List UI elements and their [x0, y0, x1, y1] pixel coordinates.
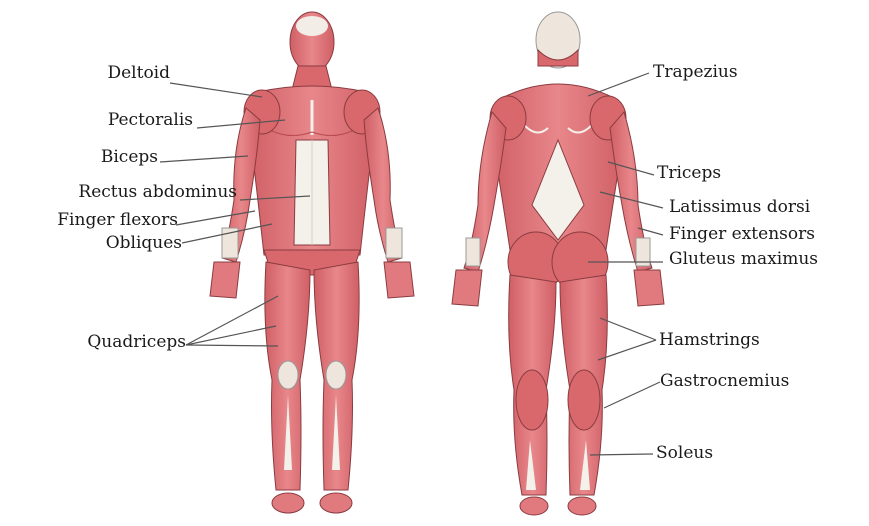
label-hamstrings: Hamstrings	[659, 330, 760, 350]
leader-deltoid	[170, 83, 262, 97]
back-figure	[452, 12, 664, 515]
back-right-hand	[634, 270, 664, 306]
back-left-hand	[452, 270, 482, 306]
front-figure	[210, 12, 414, 513]
label-gastrocnemius: Gastrocnemius	[660, 371, 789, 391]
label-biceps: Biceps	[60, 147, 158, 167]
back-right-foot	[568, 497, 596, 515]
front-right-hand	[384, 262, 414, 298]
back-left-foot	[520, 497, 548, 515]
label-rectus-abdominus: Rectus abdominus	[0, 182, 237, 202]
label-quadriceps: Quadriceps	[30, 332, 186, 352]
label-soleus: Soleus	[656, 443, 713, 463]
label-obliques: Obliques	[30, 233, 182, 253]
label-gluteus-maximus: Gluteus maximus	[669, 249, 818, 269]
front-right-foot	[320, 493, 352, 513]
leader-quadriceps-2	[186, 326, 276, 345]
label-deltoid: Deltoid	[70, 63, 170, 83]
label-latissimus-dorsi: Latissimus dorsi	[669, 197, 810, 217]
front-left-foot	[272, 493, 304, 513]
leader-hamstrings-1	[600, 318, 656, 340]
leader-trapezius	[588, 73, 649, 96]
label-trapezius: Trapezius	[653, 62, 738, 82]
label-finger-flexors: Finger flexors	[0, 210, 178, 230]
front-left-hand	[210, 262, 240, 298]
label-pectoralis: Pectoralis	[60, 110, 193, 130]
label-triceps: Triceps	[657, 163, 721, 183]
leader-quadriceps-3	[186, 345, 278, 346]
label-finger-extensors: Finger extensors	[669, 224, 815, 244]
leader-gastrocnemius	[604, 382, 660, 408]
leader-quadriceps-1	[186, 296, 278, 345]
